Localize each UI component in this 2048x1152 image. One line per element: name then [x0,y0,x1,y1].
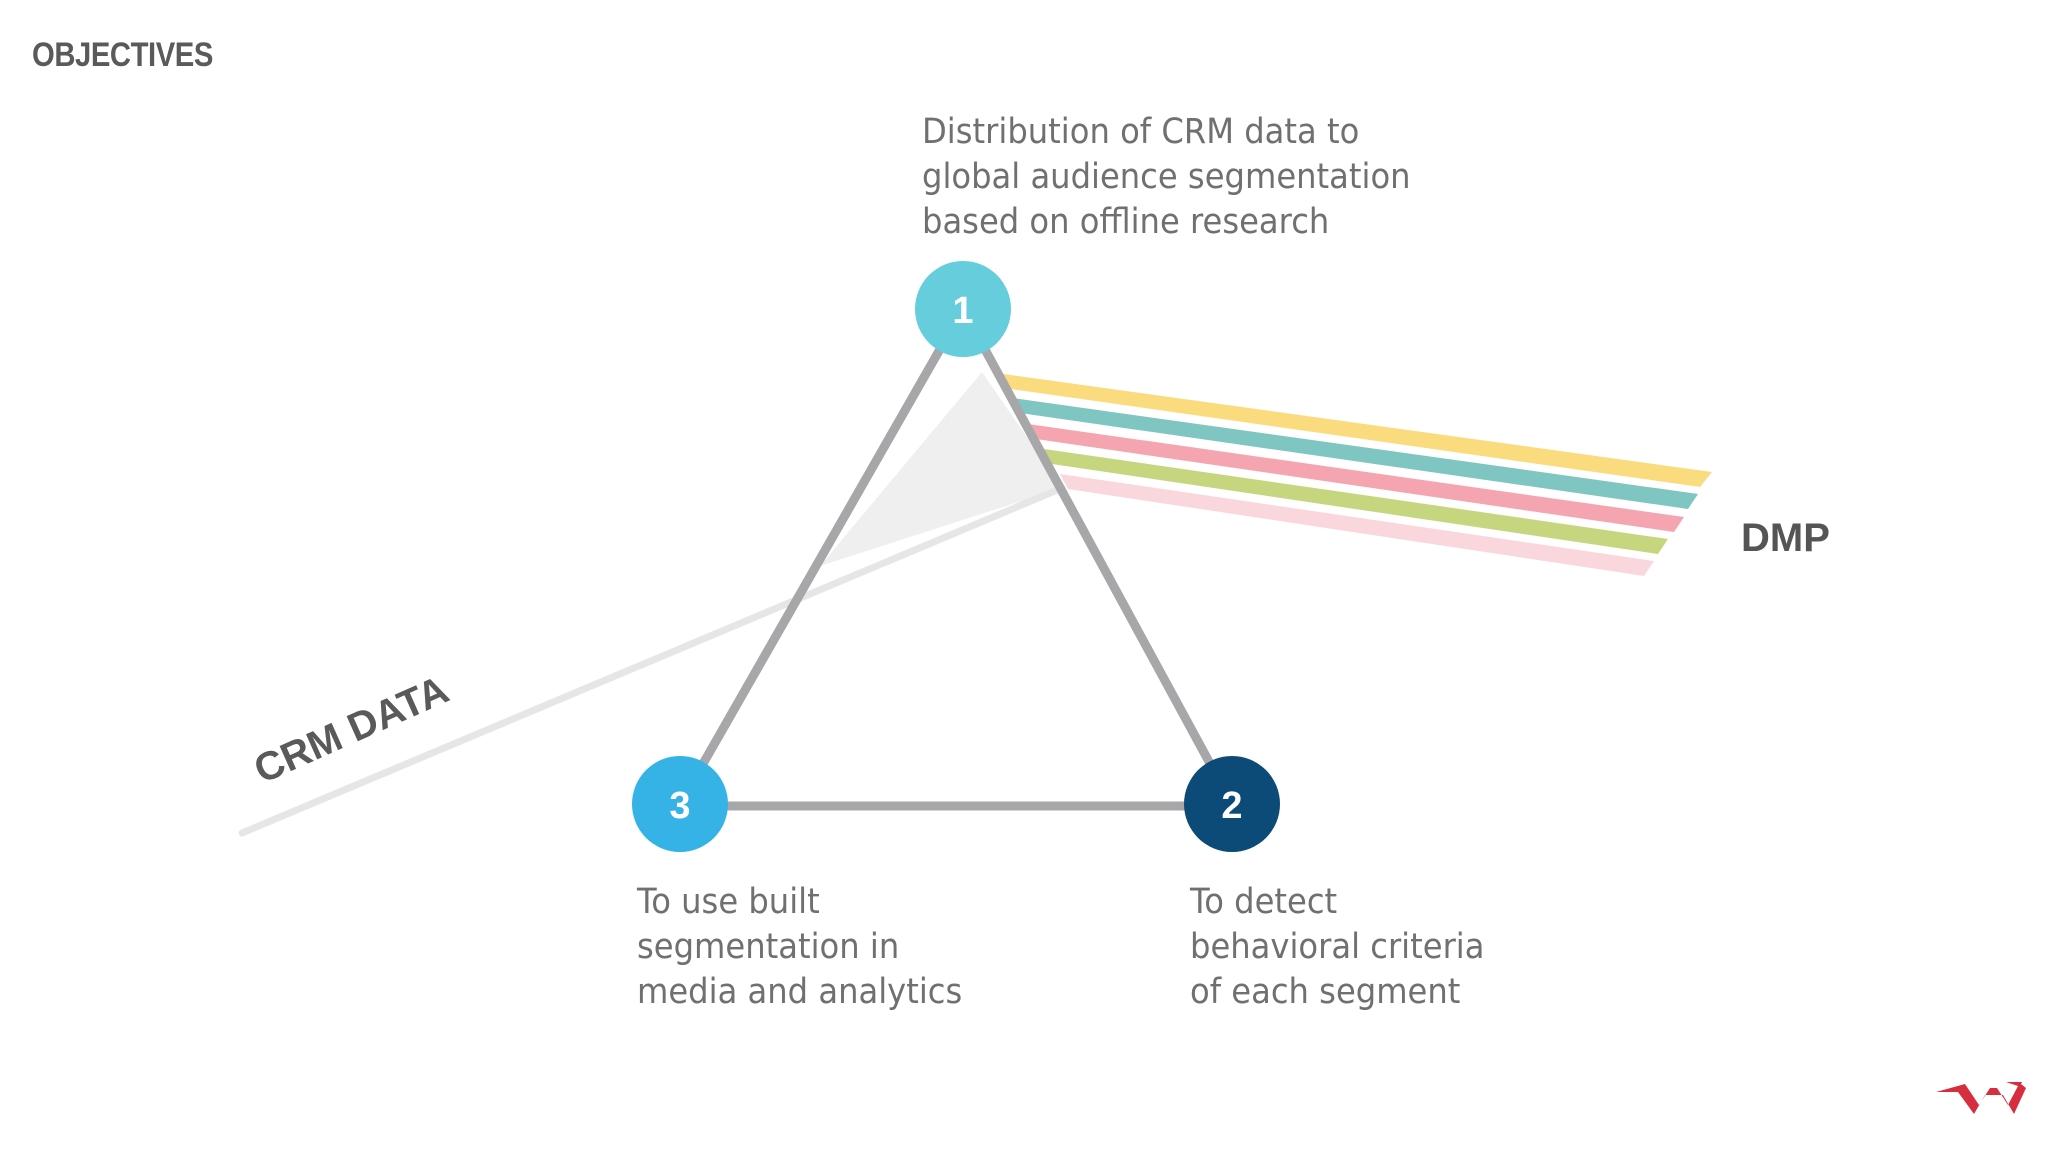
node-2: 2 [1184,756,1280,852]
node-1-number: 1 [952,290,973,332]
node-1-caption-line: global audience segmentation [922,157,1411,197]
triangle-edge-left [675,304,968,809]
crm-data-label: CRM DATA [248,668,455,793]
node-2-caption: To detect behavioral criteria of each se… [1190,880,1484,1015]
node-3-caption: To use built segmentation in media and a… [637,880,962,1015]
node-2-number: 2 [1221,785,1242,827]
node-2-circle [1184,756,1280,852]
dmp-stripes [996,373,1712,576]
node-3: 3 [632,756,728,852]
node-3-caption-line: To use built [637,882,820,922]
node-1-caption: Distribution of CRM data to global audie… [922,110,1411,245]
node-1-caption-line: Distribution of CRM data to [922,112,1360,152]
prism-triangle [675,304,1237,811]
dmp-stripe-teal [1012,398,1698,509]
w-logo-shape [1936,1082,2026,1114]
dmp-stripe-yellow [996,373,1712,487]
w-logo-icon [1936,1082,2026,1114]
dmp-stripe-light-pink [1060,474,1654,576]
dmp-stripe-pink [1028,424,1684,532]
node-2-caption-line: behavioral criteria [1190,927,1485,967]
node-2-caption-line: To detect [1190,882,1338,922]
crm-beam-spread [820,372,1062,566]
dmp-label: DMP [1741,516,1830,560]
node-1: 1 [915,261,1011,357]
node-3-caption-line: segmentation in [637,927,900,967]
node-3-circle [632,756,728,852]
triangle-edge-right [958,304,1237,809]
dmp-stripe-green [1044,449,1668,554]
crm-data-beam [238,484,1066,837]
node-3-caption-line: media and analytics [637,972,963,1012]
node-1-circle [915,261,1011,357]
node-2-caption-line: of each segment [1190,972,1461,1012]
node-1-caption-line: based on offline research [922,202,1330,242]
node-3-number: 3 [669,785,690,827]
slide-title: OBJECTIVES [32,36,213,74]
